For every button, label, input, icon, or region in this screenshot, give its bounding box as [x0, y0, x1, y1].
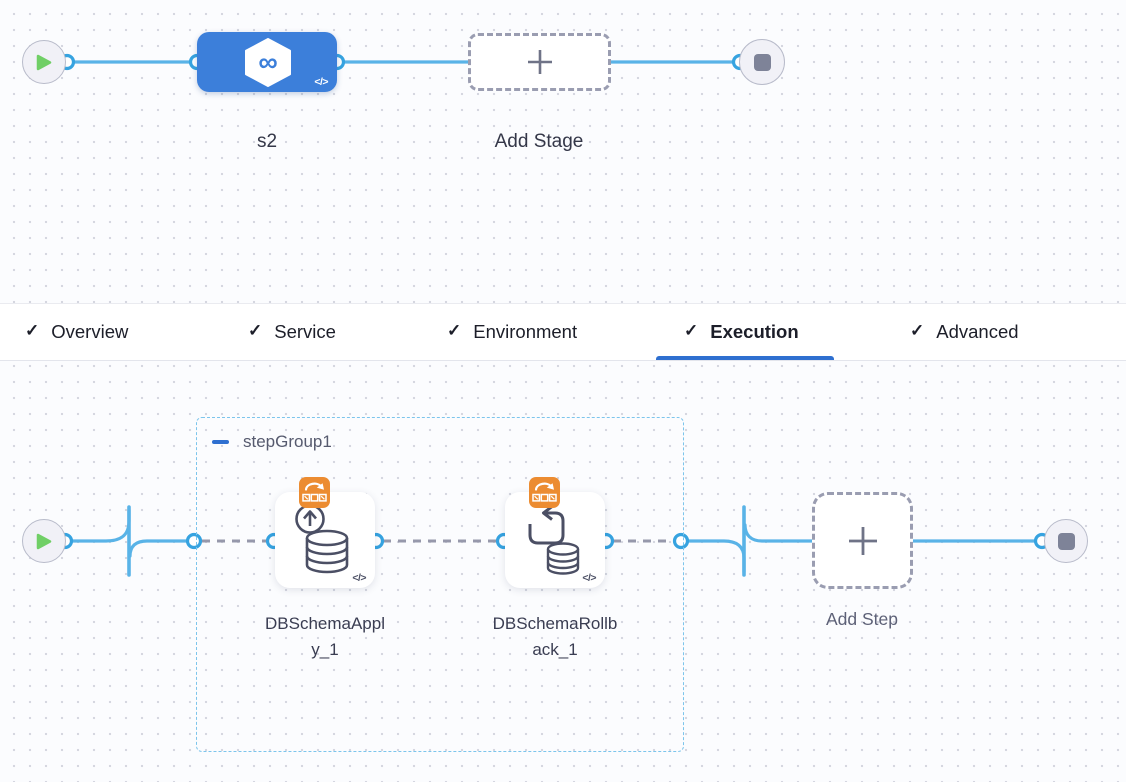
plus-icon [527, 50, 552, 74]
check-icon: ✓ [447, 321, 462, 340]
check-icon: ✓ [684, 321, 699, 340]
play-icon [36, 54, 52, 70]
stage-hexagon-logo [245, 38, 291, 87]
collapse-group-icon[interactable] [212, 440, 229, 444]
tab-label: Execution [710, 321, 799, 342]
add-step-label: Add Step [826, 609, 898, 629]
active-tab-underline [656, 356, 834, 360]
tab-environment[interactable]: ✓ Environment [447, 304, 577, 360]
check-icon: ✓ [248, 321, 263, 340]
check-icon: ✓ [25, 321, 40, 340]
yaml-code-icon[interactable]: </> [582, 572, 596, 584]
stage-node-s2[interactable]: ∞ </> [197, 32, 337, 92]
db-schema-rollback-icon [528, 505, 580, 575]
edge-into-group [128, 539, 190, 558]
pipeline-start-node [22, 40, 66, 84]
execution-start-node [22, 519, 66, 563]
stop-icon [753, 53, 771, 71]
add-step-button[interactable] [812, 492, 913, 589]
step-card-dbschemarollback[interactable]: </> [505, 477, 605, 588]
step-group-name: stepGroup1 [243, 432, 332, 451]
stop-icon [1057, 532, 1075, 550]
execution-end-node [1044, 519, 1088, 563]
db-schema-apply-icon [295, 504, 349, 574]
step-name-label: DBSchemaApply_1 [264, 614, 385, 660]
aws-cloudformation-badge-icon [529, 477, 560, 508]
tab-label: Advanced [936, 321, 1019, 342]
play-icon [36, 533, 52, 549]
step-name-label: DBSchemaRollback_1 [492, 614, 618, 660]
step-group-header: stepGroup1 [212, 432, 332, 452]
edge-group-to-addstep [743, 523, 814, 543]
yaml-code-icon[interactable]: </> [314, 76, 328, 88]
plus-icon [848, 526, 877, 555]
edge-start-to-group [69, 508, 131, 543]
tab-execution[interactable]: ✓ Execution [684, 304, 799, 360]
tab-overview[interactable]: ✓ Overview [25, 304, 128, 360]
tab-service[interactable]: ✓ Service [248, 304, 336, 360]
edge-out-of-group [685, 539, 746, 574]
yaml-code-icon[interactable]: </> [352, 572, 366, 584]
pipeline-end-node [739, 39, 785, 85]
stage-config-tabbar: ✓ Overview ✓ Service ✓ Environment ✓ Exe… [0, 303, 1126, 361]
stage-name-label: s2 [256, 131, 278, 152]
tab-label: Service [274, 321, 336, 342]
check-icon: ✓ [910, 321, 925, 340]
aws-cloudformation-badge-icon [299, 477, 330, 508]
tab-label: Overview [51, 321, 129, 342]
step-card-dbschemaapply[interactable]: </> [275, 477, 375, 588]
step-group-box[interactable] [196, 417, 684, 752]
tab-label: Environment [473, 321, 578, 342]
tab-advanced[interactable]: ✓ Advanced [910, 304, 1019, 360]
harness-infinity-icon: ∞ [258, 47, 278, 77]
add-stage-button[interactable] [468, 33, 611, 91]
add-stage-label: Add Stage [494, 131, 584, 152]
